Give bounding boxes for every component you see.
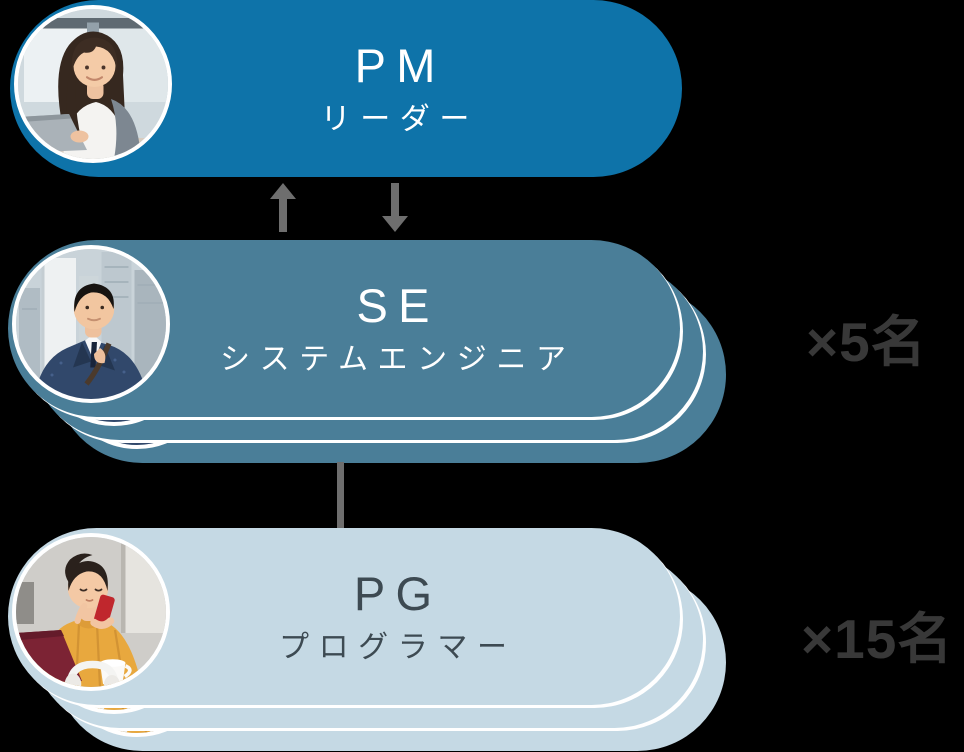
down-arrow-icon	[382, 183, 408, 232]
se-pg-connector-line	[337, 462, 344, 529]
pg-role-name: プログラマー	[278, 631, 517, 664]
se-avatar-photo	[12, 245, 170, 403]
se-count-label: ×5名	[806, 311, 927, 373]
pm-role-code: PM	[354, 39, 446, 92]
pm-role-name: リーダー	[320, 103, 479, 136]
se-role-code: SE	[356, 279, 440, 332]
pm-avatar-photo	[14, 5, 172, 163]
se-card-text: SE システムエンジニア	[158, 240, 628, 417]
se-role-name: システムエンジニア	[220, 343, 576, 376]
up-arrow-icon	[270, 183, 296, 232]
pg-card-text: PG プログラマー	[158, 528, 628, 705]
se-card-front: SE システムエンジニア	[8, 240, 680, 417]
pg-card-front: PG プログラマー	[8, 528, 680, 705]
pm-card-text: PM リーダー	[160, 0, 630, 177]
pg-avatar-photo	[12, 533, 170, 691]
pm-card: PM リーダー	[10, 0, 682, 177]
pg-role-code: PG	[353, 567, 443, 620]
pg-count-label: ×15名	[801, 608, 954, 670]
